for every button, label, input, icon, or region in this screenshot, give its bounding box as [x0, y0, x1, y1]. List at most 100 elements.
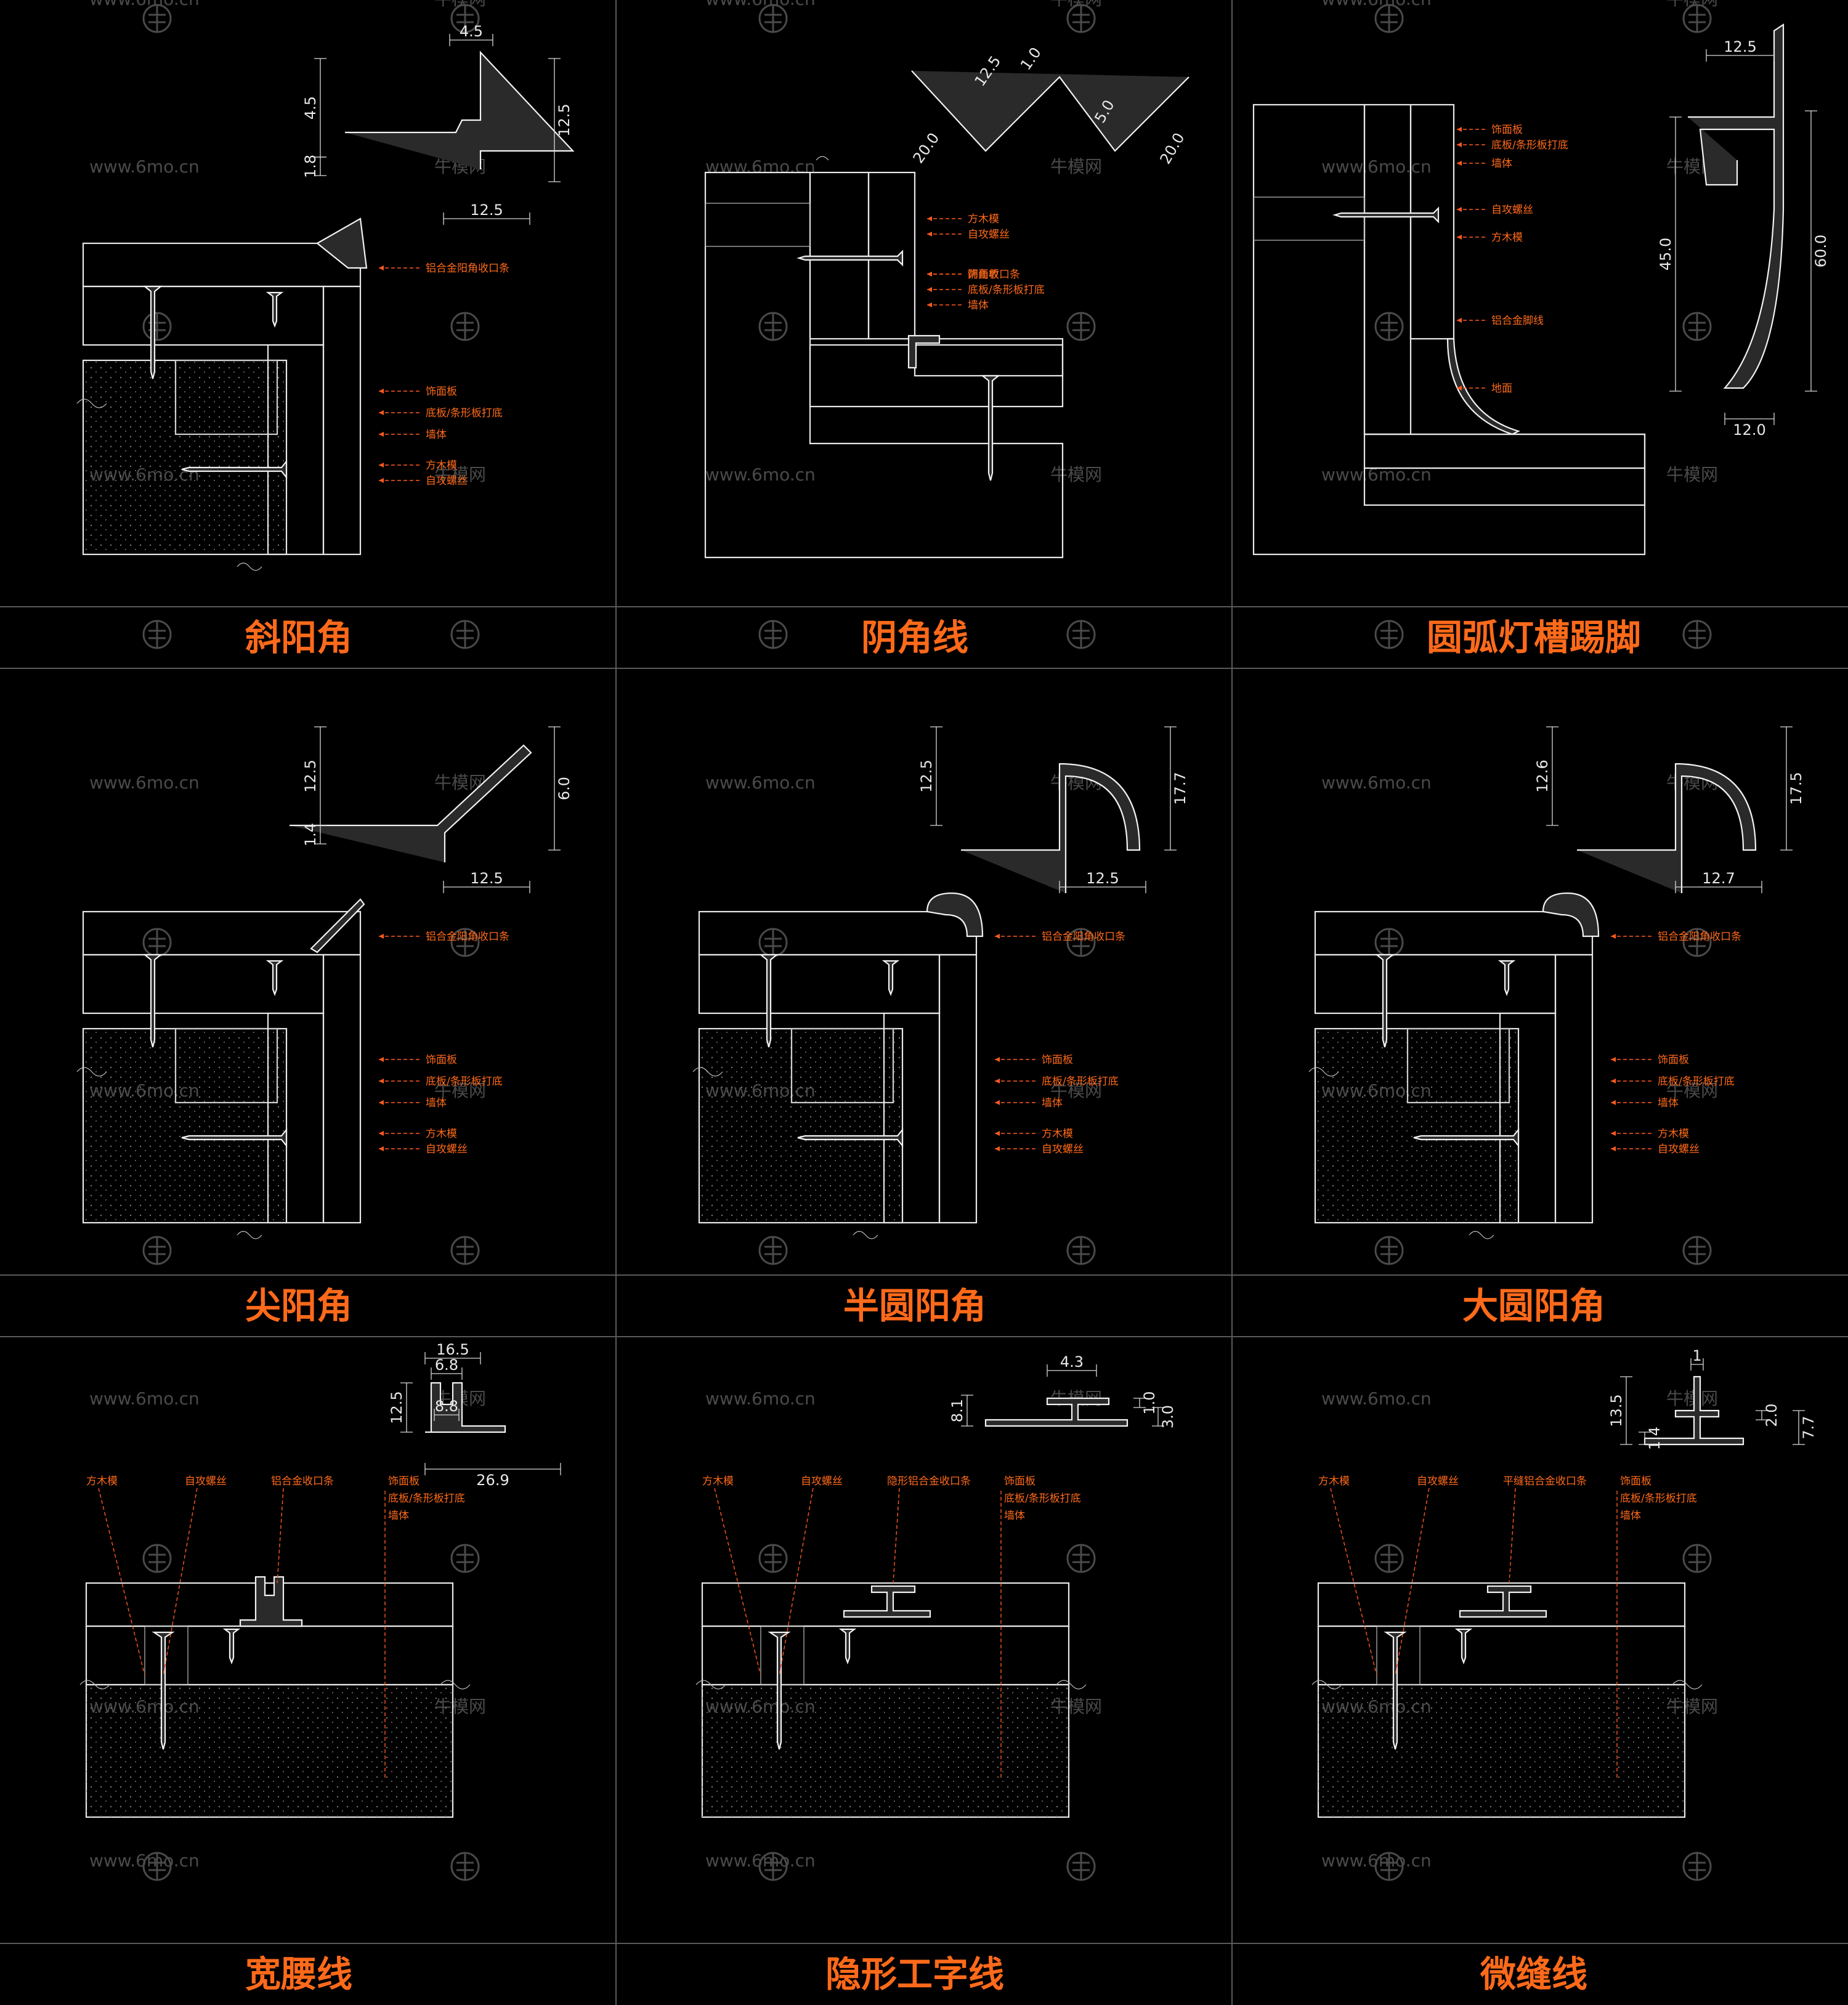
callout-label: 自攻螺丝 [801, 1475, 843, 1488]
trim-profile-section [961, 763, 1141, 893]
watermark-logo-icon [142, 1544, 172, 1573]
watermark-logo-icon [758, 928, 788, 957]
watermark-logo-icon [1374, 312, 1404, 341]
leader-arrow [1457, 235, 1462, 240]
panel-3: 12.560.045.012.0饰面板底板/条形板打底墙体自攻螺丝方木模铝合金脚… [1252, 23, 1830, 658]
break-mark [695, 1680, 726, 1690]
break-mark [1311, 1680, 1342, 1690]
trim-profile-section [290, 744, 532, 862]
wall-aggregate [83, 360, 286, 554]
base-board-top [698, 954, 941, 1015]
callout-label: 墙体 [388, 1510, 409, 1522]
callout-label: 底板/条形板打底 [388, 1493, 465, 1505]
break-mark [1308, 1067, 1339, 1077]
callout-label: 墙体 [1004, 1510, 1025, 1522]
watermark-site: www.6mo.cn [89, 156, 200, 177]
panel-title: 圆弧灯槽踢脚 [1427, 617, 1641, 658]
self-tapping-screw [222, 1628, 241, 1665]
leader-line [277, 1488, 284, 1584]
callout-label: 墙体 [1620, 1510, 1641, 1522]
face-panel-side [938, 954, 978, 1224]
watermark-logo-icon [450, 620, 480, 649]
self-tapping-screw [1384, 1631, 1407, 1750]
watermark-logo-icon [1374, 4, 1404, 33]
break-mark [1469, 1231, 1494, 1239]
leader-arrow [379, 389, 384, 394]
leader-arrow [379, 410, 384, 415]
dimension-value: 45.0 [1657, 238, 1674, 270]
wall-aggregate [83, 1029, 286, 1223]
leader-arrow [995, 1146, 1000, 1151]
callout-label: 方木模 [1042, 1128, 1073, 1140]
panel-7: 16.56.88.812.526.9方木模自攻螺丝铝合金收口条饰面板底板/条形板… [79, 1341, 561, 1995]
dimension-value: 1 [1692, 1347, 1701, 1364]
callout-label: 饰面板 [1491, 124, 1523, 136]
leader-arrow [1611, 1100, 1616, 1105]
watermark-logo-icon [1066, 4, 1096, 33]
self-tapping-screw [152, 1631, 175, 1750]
callout-label: 自攻螺丝 [426, 475, 468, 487]
callout-label: 底板/条形板打底 [1658, 1075, 1735, 1088]
watermark-site: www.6mo.cn [1321, 0, 1432, 9]
wall-aggregate [1315, 1029, 1518, 1223]
watermark-brand: 牛模网 [434, 464, 486, 485]
dimension-value: 12.5 [556, 103, 573, 136]
leader-arrow [379, 934, 384, 939]
self-tapping-screw [1497, 960, 1516, 997]
watermark-logo-icon [758, 1852, 788, 1881]
leader-arrow [927, 232, 932, 237]
dimension-value: 12.0 [1733, 421, 1765, 439]
callout-label: 墙体 [1491, 158, 1512, 170]
dimension-value: 17.5 [1788, 772, 1805, 804]
watermark-logo-icon [758, 312, 788, 341]
callout-label: 饰面板 [968, 269, 999, 281]
watermark-logo-icon [1682, 928, 1712, 957]
watermark-site: www.6mo.cn [89, 1388, 200, 1409]
leader-arrow [1611, 934, 1616, 939]
face-panel-side [322, 954, 362, 1224]
self-tapping-screw [142, 954, 163, 1048]
leader-arrow [995, 934, 1000, 939]
callout-label: 自攻螺丝 [968, 229, 1010, 241]
watermark-site: www.6mo.cn [1321, 772, 1432, 793]
self-tapping-screw [1332, 206, 1440, 224]
leader-arrow [995, 1100, 1000, 1105]
leader-arrow [995, 1131, 1000, 1136]
aluminium-corner-trim [926, 892, 984, 938]
watermark-logo-icon [450, 312, 480, 341]
dimension-value: 12.5 [918, 759, 935, 792]
watermark-logo-icon [450, 1852, 480, 1881]
self-tapping-screw [758, 954, 779, 1048]
callout-label: 方木模 [86, 1475, 118, 1488]
dimension-value: 1.8 [302, 155, 319, 178]
leader-line [98, 1488, 145, 1676]
trim-profile-section [1577, 763, 1757, 893]
panel-title: 大圆阳角 [1462, 1285, 1605, 1327]
watermark-brand: 牛模网 [1666, 464, 1718, 485]
leader-arrow [379, 1131, 384, 1136]
watermark-logo-icon [758, 4, 788, 33]
leader-arrow [1457, 318, 1462, 323]
leader-arrow [927, 216, 932, 221]
watermark-logo-icon [758, 620, 788, 649]
floor-screed [1363, 467, 1646, 506]
dimension-value: 4.5 [460, 23, 483, 40]
self-tapping-screw [1374, 954, 1395, 1048]
dimension-value: 20.0 [910, 129, 943, 166]
self-tapping-screw [797, 1127, 904, 1148]
trim-profile-section [984, 1397, 1129, 1427]
dimension-value: 12.7 [1702, 870, 1735, 887]
watermark-brand: 牛模网 [1666, 1080, 1718, 1101]
watermark-logo-icon [142, 1236, 172, 1265]
profile-detail: 16.56.88.812.526.9 [388, 1341, 561, 1489]
wood-batten-fill [175, 1028, 278, 1103]
inner-corner-trim [907, 334, 941, 369]
leader-arrow [379, 1100, 384, 1105]
base-board [701, 1625, 1070, 1686]
leader-arrow [379, 463, 384, 468]
